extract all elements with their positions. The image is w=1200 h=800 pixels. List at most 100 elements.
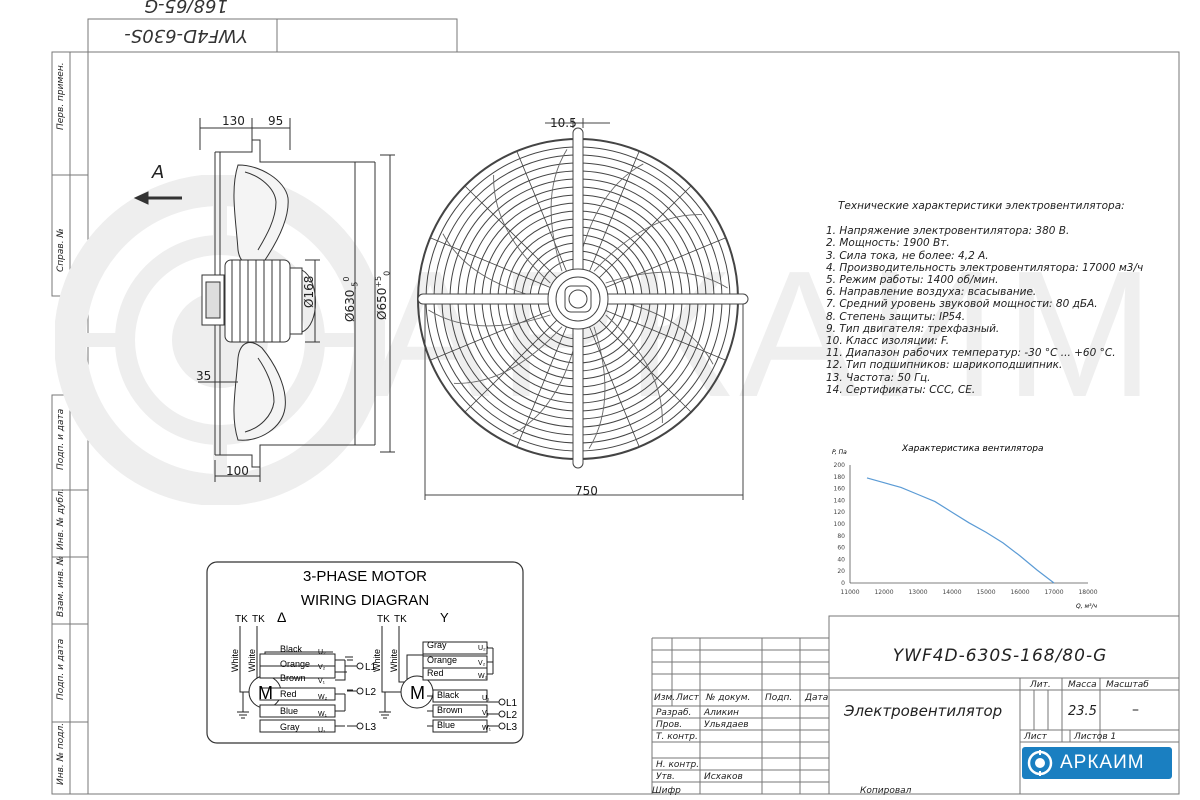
star-white-1: White	[372, 649, 382, 672]
tb-razrab: Разраб.	[656, 708, 692, 718]
delta-symbol: Δ	[277, 609, 286, 625]
delta-line-terminal	[356, 687, 364, 695]
delta-line-label: L2	[365, 687, 377, 698]
star-white-2: White	[389, 649, 399, 672]
star-line-label: L2	[506, 710, 518, 721]
chart-x-tick-label: 12000	[874, 589, 893, 596]
tb-utv: Утв.	[656, 772, 675, 782]
fan-front-view	[417, 118, 749, 500]
tb-utv-name: Исхаков	[704, 772, 743, 782]
tb-listov: Листов 1	[1074, 732, 1117, 742]
spec-item: 1. Напряжение электровентилятора: 380 В.	[826, 225, 1070, 238]
star-wire-terminal: V₁	[482, 710, 490, 717]
delta-tk-1: TK	[235, 614, 248, 625]
delta-wire-color: Brown	[280, 673, 306, 683]
spec-item: 3. Сила тока, не более: 4,2 А.	[826, 249, 989, 262]
chart-y-tick-label: 180	[834, 474, 846, 481]
tb-razrab-name: Аликин	[704, 708, 739, 718]
fan-curve-chart: Характеристика вентилятора P, Па Q, м³/ч…	[832, 444, 1098, 610]
chart-title: Характеристика вентилятора	[901, 444, 1044, 454]
chart-x-tick-label: 11000	[840, 589, 859, 596]
star-wire-terminal: U₁	[482, 695, 490, 702]
delta-white-1: White	[230, 649, 240, 672]
chart-y-tick-label: 100	[834, 521, 846, 528]
star-symbol: Y	[440, 610, 449, 625]
star-wire-color: Orange	[427, 655, 457, 665]
chart-x-tick-label: 17000	[1044, 589, 1063, 596]
specs-title: Технические характеристики электровентил…	[838, 200, 1125, 212]
tb-designation: YWF4D-630S-168/80-G	[892, 646, 1108, 666]
tb-massa: Масса	[1068, 680, 1097, 690]
spec-item: 12. Тип подшипников: шарикоподшипник.	[826, 359, 1063, 372]
tb-h-doc: № докум.	[706, 693, 751, 703]
delta-wire-terminal: U₁	[318, 727, 326, 734]
tb-prov-name: Ульядаев	[704, 720, 749, 730]
delta-wire-color: Red	[280, 689, 297, 699]
tb-massa-val: 23.5	[1068, 704, 1097, 719]
dim-95: 95	[268, 114, 284, 128]
star-line-label: L3	[506, 722, 518, 733]
delta-wire-terminal: V₁	[318, 678, 326, 685]
delta-line-label: L1	[365, 662, 377, 673]
spec-item: 5. Режим работы: 1400 об/мин.	[826, 274, 999, 287]
tb-masshtab: Масштаб	[1106, 680, 1149, 690]
chart-x-tick-label: 13000	[908, 589, 927, 596]
delta-wire-color: Gray	[280, 722, 300, 732]
spec-item: 13. Частота: 50 Гц.	[826, 371, 931, 384]
star-line-terminal	[498, 722, 506, 730]
dim-750: 750	[575, 484, 598, 498]
wiring-diagram: 3-PHASE MOTOR WIRING DIAGRAN	[206, 561, 524, 744]
chart-y-tick-label: 60	[837, 545, 845, 552]
star-line-terminal	[498, 698, 506, 706]
star-motor-m: M	[410, 683, 425, 703]
tb-masshtab-val: –	[1132, 702, 1139, 718]
delta-wire-terminal: U₂	[318, 649, 326, 656]
dim-10-5: 10.5	[550, 116, 577, 130]
chart-y-tick-label: 0	[841, 580, 845, 587]
spec-item: 7. Средний уровень звуковой мощности: 80…	[826, 298, 1098, 311]
tb-h-date: Дата	[805, 693, 829, 703]
company-logo: АРКАИМ	[1022, 747, 1172, 779]
star-wire-color: Red	[427, 668, 444, 678]
wiring-title-2: WIRING DIAGRAN	[301, 592, 429, 609]
tb-name: Электровентилятор	[844, 702, 1003, 720]
spec-item: 14. Сертификаты: CCC, CE.	[826, 383, 976, 396]
dim-35: 35	[196, 369, 212, 383]
chart-x-tick-label: 15000	[976, 589, 995, 596]
dim-130: 130	[222, 114, 245, 128]
tb-nkontr: Н. контр.	[656, 760, 700, 770]
star-tk-2: TK	[394, 614, 407, 625]
delta-wire-color: Blue	[280, 706, 298, 716]
chart-y-tick-label: 140	[834, 497, 846, 504]
star-line-label: L1	[506, 698, 518, 709]
delta-wire-color: Orange	[280, 659, 310, 669]
delta-line-terminal	[356, 662, 364, 670]
chart-y-tick-label: 40	[837, 556, 845, 563]
star-line-terminal	[498, 710, 506, 718]
chart-ylabel: P, Па	[832, 449, 847, 456]
tb-shifr: Шифр	[652, 786, 681, 796]
delta-tk-2: TK	[252, 614, 265, 625]
chart-x-tick-label: 16000	[1010, 589, 1029, 596]
star-wire-terminal: W₂	[478, 673, 488, 680]
spec-item: 4. Производительность электровентилятора…	[826, 261, 1144, 274]
tb-h-list: Лист	[676, 693, 699, 703]
tb-tkontr: Т. контр.	[656, 732, 698, 742]
chart-y-tick-label: 80	[837, 533, 845, 540]
chart-y-tick-label: 20	[837, 568, 845, 575]
delta-wire-color: Black	[280, 644, 303, 654]
chart-x-tick-label: 14000	[942, 589, 961, 596]
view-a-label: A	[152, 162, 165, 183]
delta-motor-m: M	[258, 683, 273, 703]
logo-text: АРКАИМ	[1060, 752, 1145, 773]
delta-line-terminal	[356, 722, 364, 730]
spec-item: 8. Степень защиты: IP54.	[826, 310, 966, 323]
tb-prov: Пров.	[656, 720, 683, 730]
star-wire-color: Black	[437, 690, 460, 700]
delta-line-label: L3	[365, 722, 377, 733]
fan-side-view	[133, 118, 395, 482]
delta-wire-terminal: W₂	[318, 694, 328, 701]
tb-kopiroval: Копировал	[860, 786, 912, 796]
chart-y-tick-label: 160	[834, 486, 846, 493]
